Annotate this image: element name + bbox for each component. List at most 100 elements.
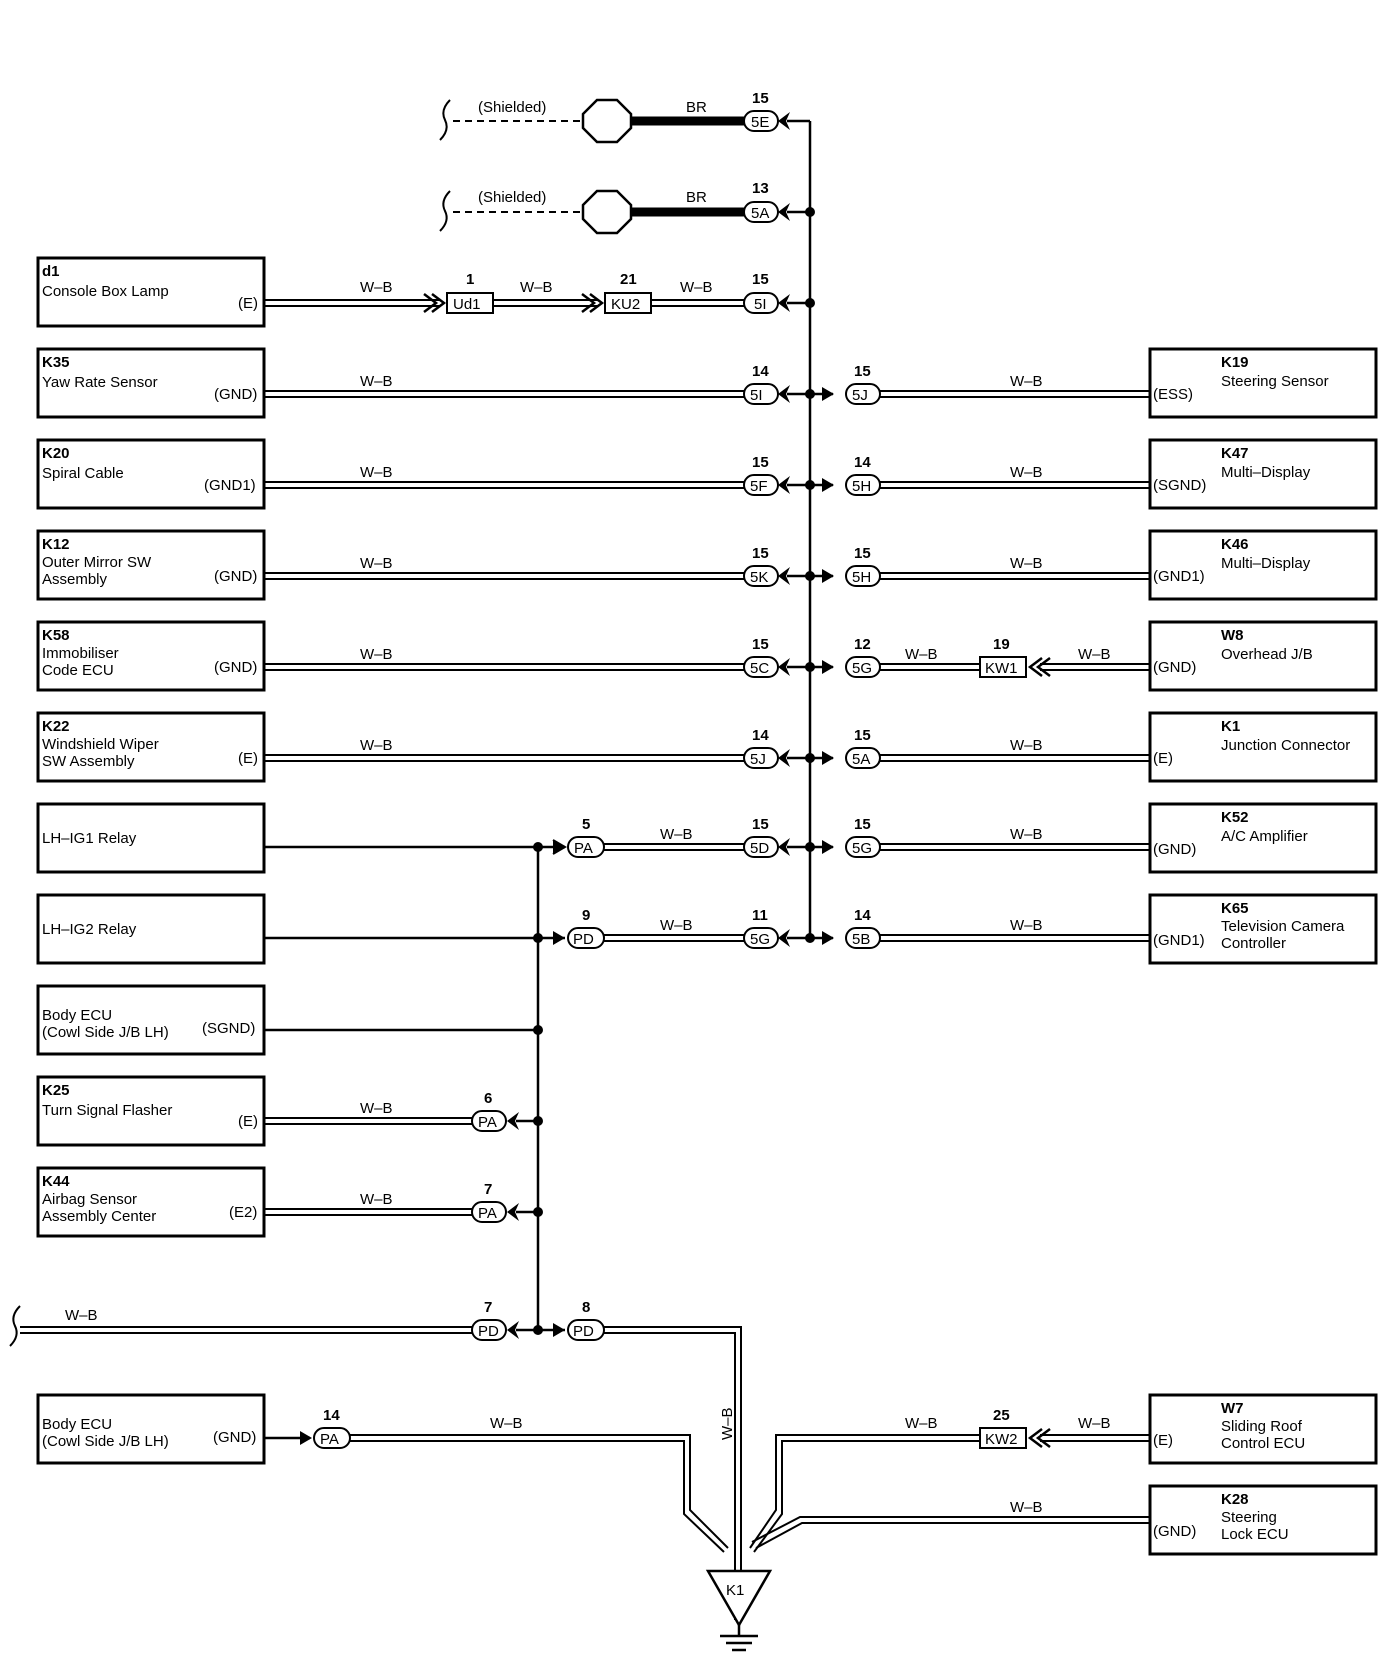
svg-text:PA: PA bbox=[478, 1114, 497, 1131]
svg-text:PD: PD bbox=[478, 1323, 499, 1340]
wire-color: W–B bbox=[360, 737, 393, 754]
svg-text:(GND1): (GND1) bbox=[204, 477, 256, 494]
svg-text:7: 7 bbox=[484, 1181, 492, 1198]
component-d1: d1 Console Box Lamp (E) bbox=[36, 256, 266, 328]
component-K65: (GND1) K65 Television Camera Controller bbox=[1148, 893, 1378, 965]
wire-color: W–B bbox=[360, 555, 393, 572]
svg-text:K1: K1 bbox=[726, 1582, 744, 1599]
svg-text:Code ECU: Code ECU bbox=[42, 662, 114, 679]
svg-text:Airbag Sensor: Airbag Sensor bbox=[42, 1191, 137, 1208]
svg-text:(E2): (E2) bbox=[229, 1204, 257, 1221]
svg-text:K58: K58 bbox=[42, 627, 70, 644]
svg-text:W7: W7 bbox=[1221, 1400, 1244, 1417]
svg-text:Spiral Cable: Spiral Cable bbox=[42, 465, 124, 482]
svg-text:11: 11 bbox=[752, 907, 768, 924]
pin-number: 15 bbox=[854, 545, 871, 562]
connector-code: 5J bbox=[852, 387, 868, 404]
svg-text:Television Camera: Television Camera bbox=[1221, 918, 1345, 935]
wire-color: W–B bbox=[1010, 464, 1043, 481]
right-components: (ESS) K19 Steering Sensor (SGND) K47 Mul… bbox=[1148, 347, 1378, 1556]
connector-code: 5G bbox=[852, 660, 872, 677]
connector-code: 5K bbox=[750, 569, 768, 586]
svg-text:Body ECU: Body ECU bbox=[42, 1416, 112, 1433]
svg-text:Sliding Roof: Sliding Roof bbox=[1221, 1418, 1303, 1435]
svg-text:(E): (E) bbox=[238, 750, 258, 767]
component-K28: (GND) K28 Steering Lock ECU bbox=[1148, 1484, 1378, 1556]
left-components: d1 Console Box Lamp (E) K35 Yaw Rate Sen… bbox=[36, 256, 266, 1465]
svg-text:(GND1): (GND1) bbox=[1153, 932, 1205, 949]
svg-text:PA: PA bbox=[320, 1431, 339, 1448]
svg-text:21: 21 bbox=[620, 271, 637, 288]
row-k25: W–B PA 6 bbox=[264, 1090, 543, 1132]
svg-text:W–B: W–B bbox=[1010, 1499, 1043, 1516]
component-K35: K35 Yaw Rate Sensor (GND) bbox=[36, 347, 266, 419]
svg-text:7: 7 bbox=[484, 1299, 492, 1316]
wire-color: W–B bbox=[1078, 646, 1111, 663]
svg-text:K52: K52 bbox=[1221, 809, 1249, 826]
svg-text:(GND): (GND) bbox=[1153, 1523, 1196, 1540]
shield-octagon-icon bbox=[581, 98, 633, 144]
svg-text:W–B: W–B bbox=[1010, 826, 1043, 843]
svg-text:PD: PD bbox=[573, 1323, 594, 1340]
svg-text:5B: 5B bbox=[852, 931, 870, 948]
pin-number: 15 bbox=[752, 636, 769, 653]
svg-text:(GND): (GND) bbox=[1153, 841, 1196, 858]
svg-text:W–B: W–B bbox=[1010, 917, 1043, 934]
wire-color: W–B bbox=[360, 646, 393, 663]
wire-color: W–B bbox=[1010, 373, 1043, 390]
svg-text:K22: K22 bbox=[42, 718, 70, 735]
shielded-label: (Shielded) bbox=[478, 99, 546, 116]
svg-text:15: 15 bbox=[854, 816, 871, 833]
svg-text:Lock ECU: Lock ECU bbox=[1221, 1526, 1289, 1543]
svg-text:PA: PA bbox=[478, 1205, 497, 1222]
component-K25: K25 Turn Signal Flasher (E) bbox=[36, 1075, 266, 1147]
svg-text:LH–IG2 Relay: LH–IG2 Relay bbox=[42, 921, 137, 938]
svg-text:(SGND): (SGND) bbox=[202, 1020, 255, 1037]
svg-text:W–B: W–B bbox=[680, 279, 713, 296]
svg-text:5: 5 bbox=[582, 816, 590, 833]
svg-text:(GND1): (GND1) bbox=[1153, 568, 1205, 585]
component-body-ecu-sgnd: Body ECU (Cowl Side J/B LH) (SGND) bbox=[36, 984, 266, 1056]
pin-number: 15 bbox=[752, 90, 769, 107]
component-K22: K22 Windshield Wiper SW Assembly (E) bbox=[36, 711, 266, 783]
svg-text:PA: PA bbox=[574, 840, 593, 857]
svg-text:K25: K25 bbox=[42, 1082, 70, 1099]
component-body-ecu-gnd: Body ECU (Cowl Side J/B LH) (GND) bbox=[36, 1393, 266, 1465]
svg-text:W8: W8 bbox=[1221, 627, 1244, 644]
svg-text:K28: K28 bbox=[1221, 1491, 1249, 1508]
pin-number: 14 bbox=[854, 454, 871, 471]
wire-color: BR bbox=[686, 99, 707, 116]
svg-text:Overhead J/B: Overhead J/B bbox=[1221, 646, 1313, 663]
connector-code: 5J bbox=[750, 751, 766, 768]
svg-text:W–B: W–B bbox=[65, 1307, 98, 1324]
svg-text:25: 25 bbox=[993, 1407, 1010, 1424]
svg-text:5I: 5I bbox=[754, 296, 767, 313]
connector-code: 5E bbox=[751, 114, 769, 131]
svg-text:W–B: W–B bbox=[1078, 1415, 1111, 1432]
component-K47: (SGND) K47 Multi–Display bbox=[1148, 438, 1378, 510]
pin-number: 14 bbox=[752, 727, 769, 744]
pin-number: 15 bbox=[752, 545, 769, 562]
svg-text:15: 15 bbox=[752, 271, 769, 288]
wire-color: W–B bbox=[1010, 555, 1043, 572]
shield-row-1: (Shielded) BR 15 5E bbox=[439, 90, 790, 144]
wire-color: W–B bbox=[1010, 737, 1043, 754]
svg-text:Assembly: Assembly bbox=[42, 571, 108, 588]
connector-code: 5C bbox=[750, 660, 769, 677]
svg-text:Console Box Lamp: Console Box Lamp bbox=[42, 283, 169, 300]
wire-color: BR bbox=[686, 189, 707, 206]
svg-text:d1: d1 bbox=[42, 263, 60, 280]
svg-text:1: 1 bbox=[466, 271, 474, 288]
connector-code: 5A bbox=[751, 205, 769, 222]
svg-text:5D: 5D bbox=[750, 840, 769, 857]
svg-text:Control ECU: Control ECU bbox=[1221, 1435, 1305, 1452]
pin-number: 15 bbox=[854, 727, 871, 744]
svg-text:Outer Mirror SW: Outer Mirror SW bbox=[42, 554, 152, 571]
svg-text:W–B: W–B bbox=[360, 1100, 393, 1117]
svg-text:K65: K65 bbox=[1221, 900, 1249, 917]
svg-text:K19: K19 bbox=[1221, 354, 1249, 371]
svg-text:Junction Connector: Junction Connector bbox=[1221, 737, 1350, 754]
svg-text:(GND): (GND) bbox=[214, 386, 257, 403]
